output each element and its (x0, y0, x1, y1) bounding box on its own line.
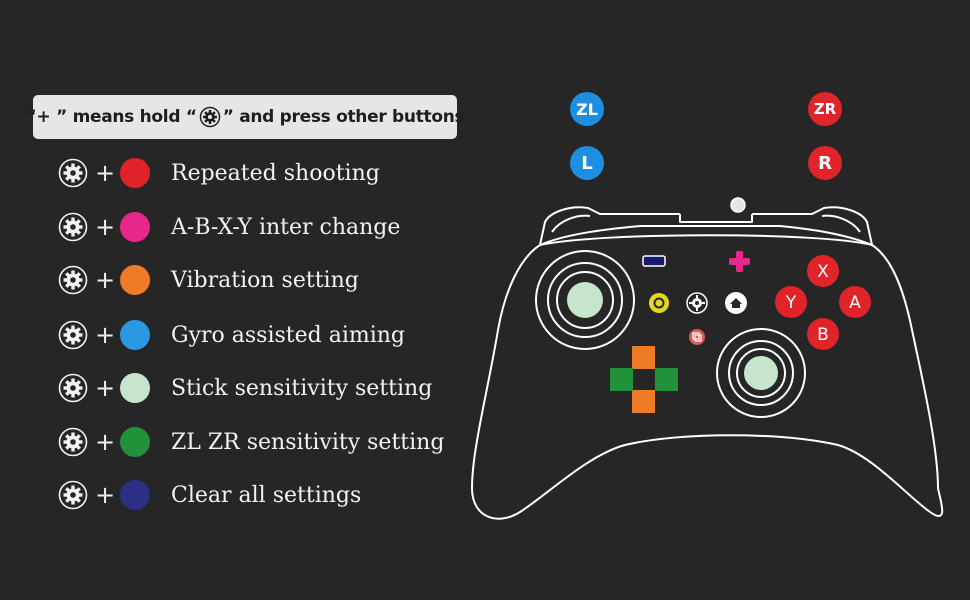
plus-sign: + (94, 481, 116, 509)
plus-sign: + (94, 321, 116, 349)
zr-button: ZR (808, 92, 842, 126)
gear-icon (58, 212, 88, 242)
left-bumper-inner (551, 214, 591, 233)
hint-text-before: “+ ” means hold “ (25, 107, 197, 127)
led-indicator (730, 197, 746, 213)
plus-icon (729, 251, 750, 272)
plus-sign: + (94, 213, 116, 241)
left-stick-cap (567, 282, 603, 318)
b-button (807, 318, 839, 350)
minus-icon (642, 255, 666, 267)
zl-button: ZL (570, 92, 604, 126)
color-dot-pink (120, 212, 150, 242)
left-stick-outer-ring (535, 250, 635, 350)
combo-row: + ZL ZR sensitivity setting (58, 426, 444, 458)
zl-label: ZL (576, 99, 598, 119)
hold-instruction-banner: “+ ” means hold “ ” and press other butt… (26, 95, 465, 139)
gear-icon (58, 265, 88, 295)
gear-icon (686, 292, 708, 314)
right-stick-cap (744, 356, 778, 390)
combo-row: + Stick sensitivity setting (58, 372, 432, 404)
dpad-down (632, 390, 655, 413)
hint-text-after: ” and press other buttons (222, 107, 465, 127)
plus-sign: + (94, 159, 116, 187)
gear-icon (58, 158, 88, 188)
combo-row: + Clear all settings (58, 479, 361, 511)
controller-top-ridge (539, 234, 873, 246)
color-dot-blue (120, 320, 150, 350)
gear-icon (199, 106, 221, 128)
capture-icon (689, 329, 705, 345)
plus-sign: + (94, 374, 116, 402)
zr-label: ZR (813, 100, 837, 118)
dpad (610, 346, 678, 413)
combo-row: + Repeated shooting (58, 157, 380, 189)
dpad-center (633, 369, 654, 390)
gear-icon (58, 320, 88, 350)
r-label: R (818, 152, 832, 174)
home-icon (725, 292, 747, 314)
plus-sign: + (94, 266, 116, 294)
combo-label: ZL ZR sensitivity setting (171, 429, 445, 455)
right-stick-outer-ring (716, 328, 806, 418)
color-dot-red (120, 158, 150, 188)
left-stick-inner-ring (556, 271, 614, 329)
right-bumper-inner (821, 214, 861, 233)
x-button (807, 255, 839, 287)
b-label: B (817, 325, 829, 345)
l-button: L (570, 146, 604, 180)
dpad-left (610, 368, 633, 391)
combo-label: A-B-X-Y inter change (171, 214, 401, 240)
combo-label: Vibration setting (171, 267, 359, 293)
top-center-tab (679, 214, 753, 223)
combo-label: Stick sensitivity setting (171, 375, 433, 401)
y-label: Y (785, 293, 797, 313)
left-bumper-outline (539, 206, 680, 246)
l-label: L (581, 152, 593, 174)
color-dot-green (120, 427, 150, 457)
gear-icon (58, 373, 88, 403)
gear-icon (58, 480, 88, 510)
dpad-up (632, 346, 655, 369)
gear-icon (58, 427, 88, 457)
x-label: X (817, 262, 829, 282)
combo-label: Repeated shooting (171, 160, 380, 186)
color-dot-mint (120, 373, 150, 403)
dpad-right (655, 368, 678, 391)
y-button (775, 286, 807, 318)
right-stick-inner-ring (736, 348, 786, 398)
plus-sign: + (94, 428, 116, 456)
combo-label: Clear all settings (171, 482, 362, 508)
controller-body-outline (471, 225, 944, 520)
color-dot-navy (120, 480, 150, 510)
a-label: A (849, 293, 861, 313)
right-stick-ring (728, 340, 794, 406)
turbo-icon (649, 293, 669, 313)
combo-row: + A-B-X-Y inter change (58, 211, 400, 243)
combo-row: + Gyro assisted aiming (58, 319, 405, 351)
combo-label: Gyro assisted aiming (171, 322, 406, 348)
right-bumper-outline (752, 206, 873, 246)
r-button: R (808, 146, 842, 180)
a-button (839, 286, 871, 318)
color-dot-orange (120, 265, 150, 295)
left-stick-ring (547, 262, 623, 338)
combo-row: + Vibration setting (58, 264, 359, 296)
